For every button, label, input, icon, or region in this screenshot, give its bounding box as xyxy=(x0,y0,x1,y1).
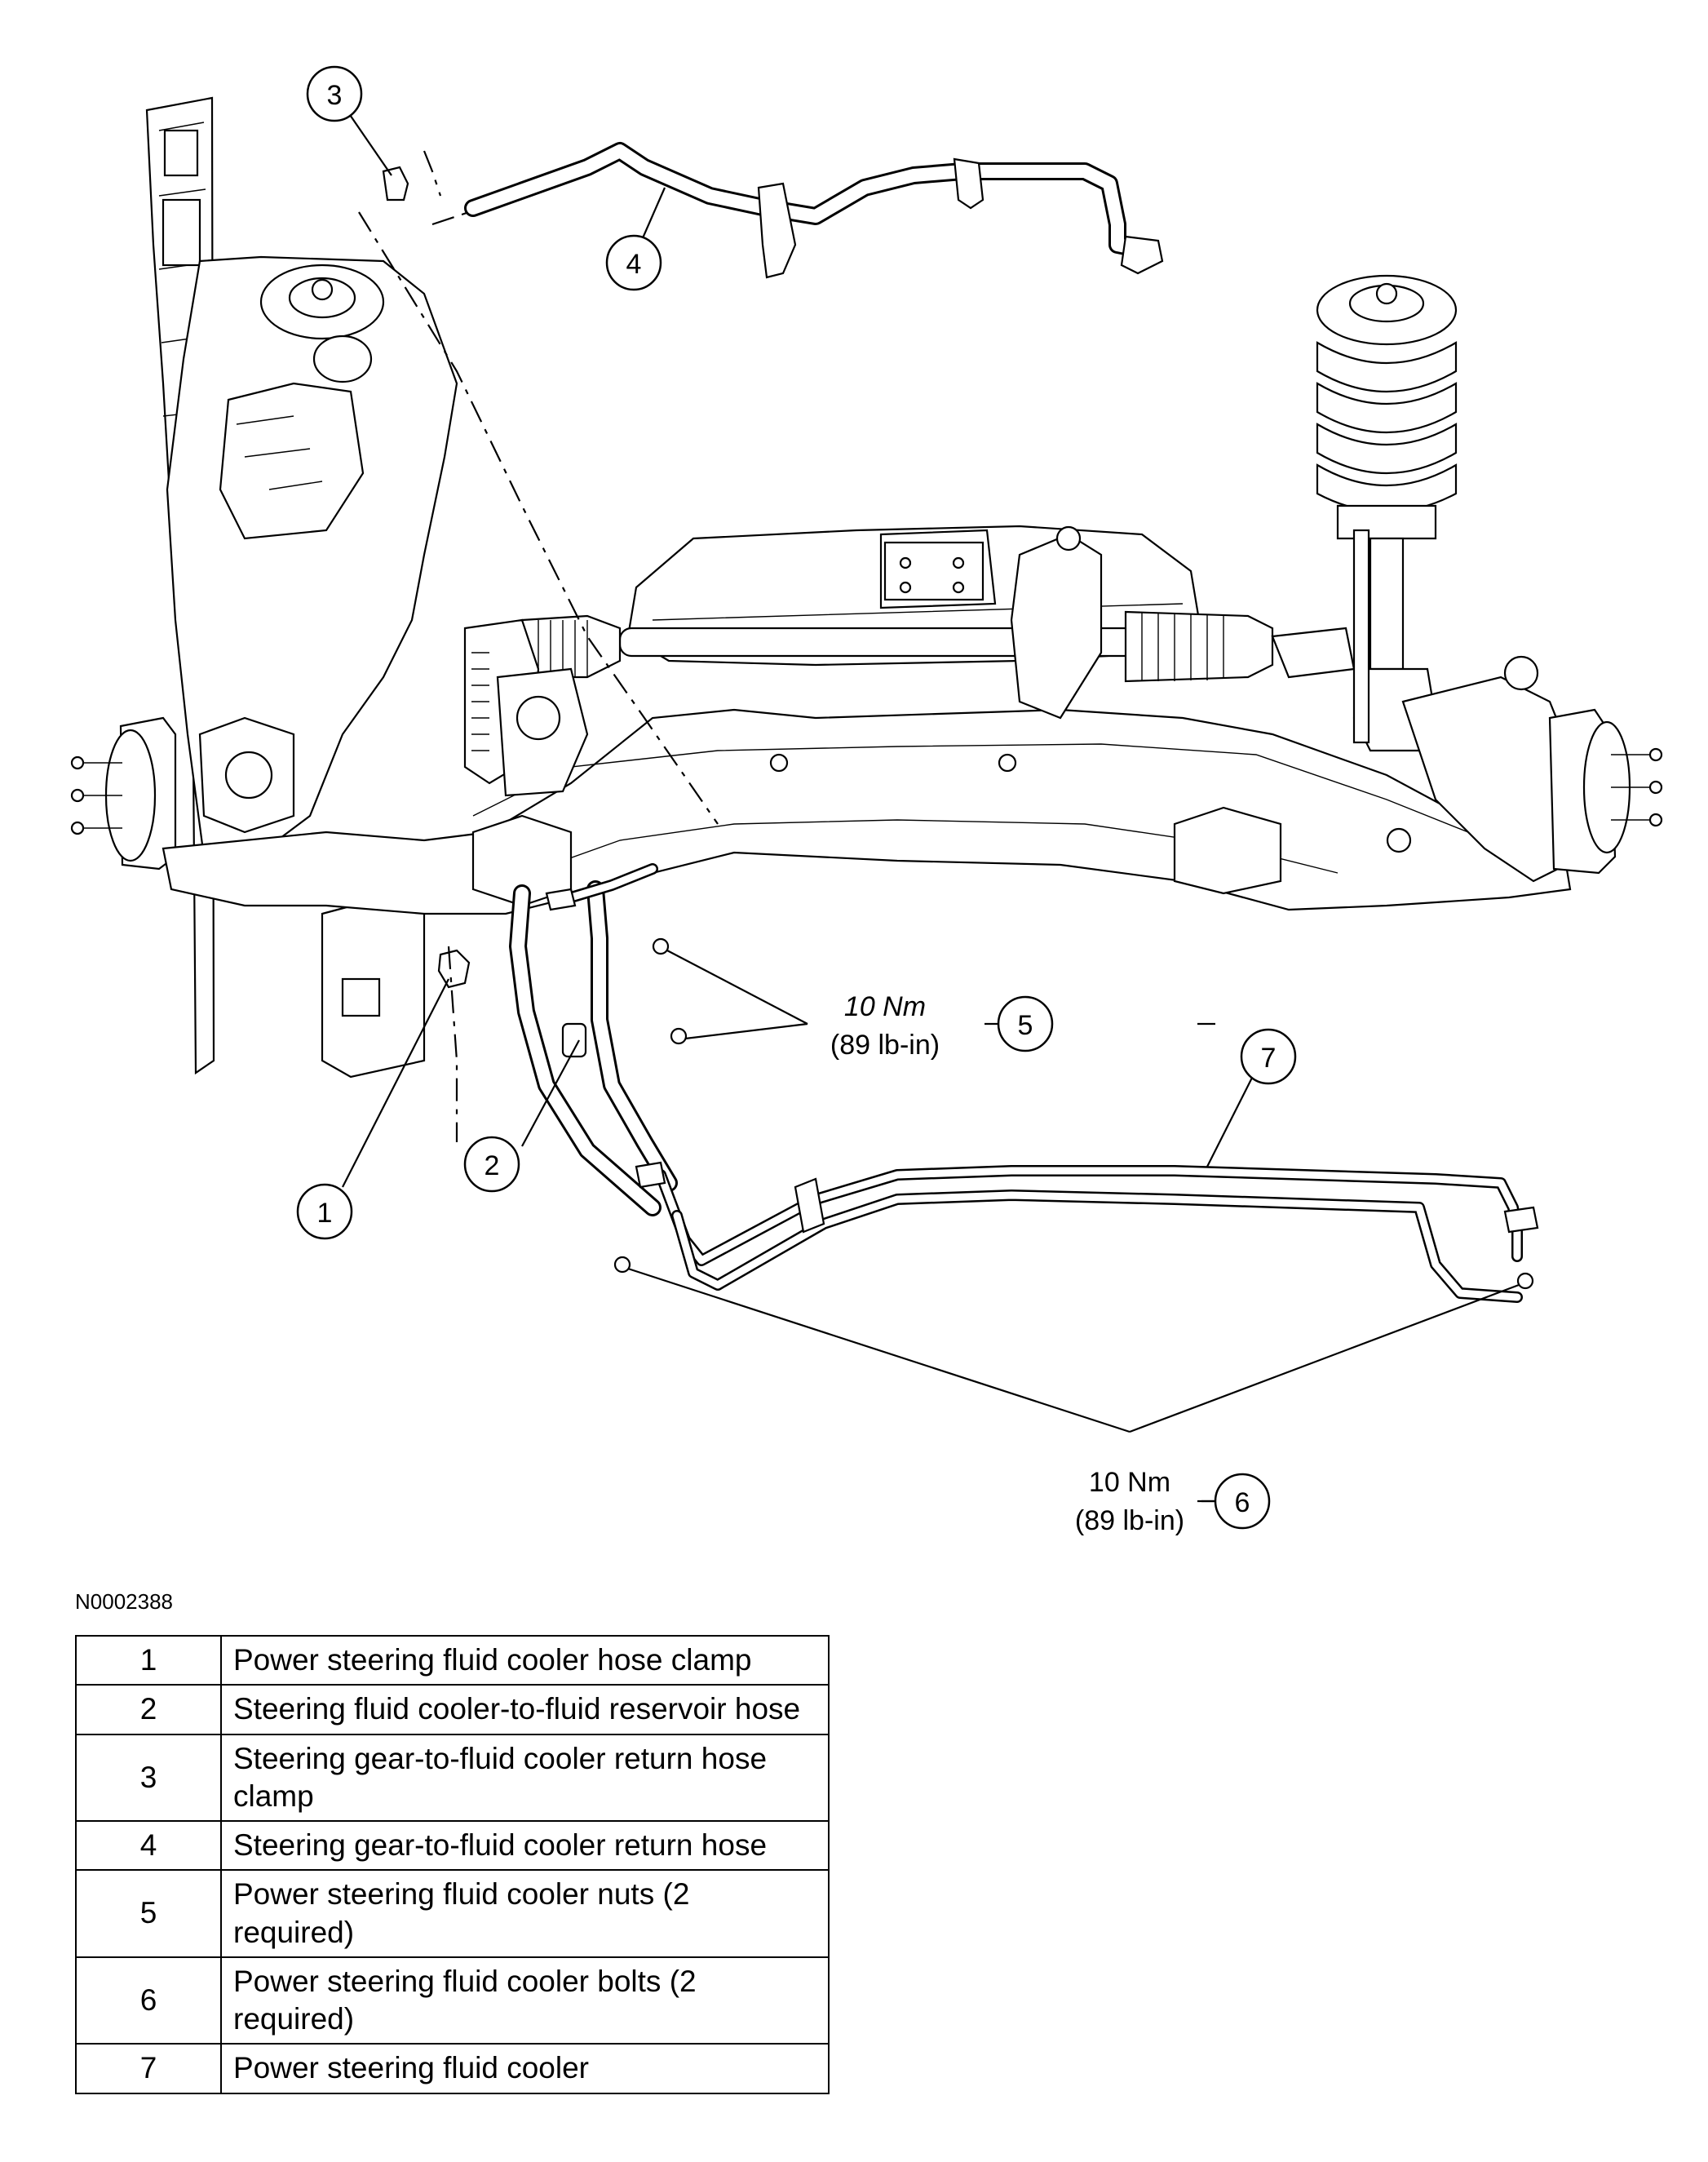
svg-text:7: 7 xyxy=(1261,1043,1277,1074)
hose-clamp-1 xyxy=(437,949,471,989)
hose-clamp-3 xyxy=(382,166,409,202)
svg-text:6: 6 xyxy=(1235,1487,1250,1518)
legend-row: 2 Steering fluid cooler-to-fluid reservo… xyxy=(75,1684,830,1735)
svg-text:10 Nm: 10 Nm xyxy=(1089,1467,1170,1498)
torque-spec-nuts: 10 Nm (89 lb-in) xyxy=(830,991,940,1061)
callout-1: 1 xyxy=(296,1183,353,1240)
legend-row: 5 Power steering fluid cooler nuts (2 re… xyxy=(75,1869,830,1958)
legend-description: Steering fluid cooler-to-fluid reservoir… xyxy=(220,1684,830,1735)
legend-num: 1 xyxy=(75,1634,222,1686)
assembly-dash-lines xyxy=(358,150,719,1142)
return-hose-4 xyxy=(464,142,1164,279)
steering-gear xyxy=(520,525,1356,720)
legend-description: Power steering fluid cooler hose clamp xyxy=(220,1634,830,1686)
front-subframe xyxy=(162,708,1572,915)
cooler-bolts-6 xyxy=(613,1256,1534,1290)
legend-num: 2 xyxy=(75,1684,222,1735)
svg-text:2: 2 xyxy=(485,1150,500,1181)
legend-row: 1 Power steering fluid cooler hose clamp xyxy=(75,1634,830,1686)
legend-description: Steering gear-to-fluid cooler return hos… xyxy=(220,1733,830,1822)
leader-lines xyxy=(342,109,1520,1503)
legend-row: 6 Power steering fluid cooler bolts (2 r… xyxy=(75,1956,830,2045)
legend-num: 6 xyxy=(75,1956,222,2045)
svg-text:10 Nm: 10 Nm xyxy=(844,991,926,1022)
reservoir-hose-2 xyxy=(509,863,678,1216)
legend-num: 3 xyxy=(75,1733,222,1822)
legend-body: 1 Power steering fluid cooler hose clamp… xyxy=(75,1634,830,2094)
legend-description: Power steering fluid cooler bolts (2 req… xyxy=(220,1956,830,2045)
left-wheel-hub xyxy=(70,716,177,871)
fluid-cooler-7 xyxy=(635,1161,1539,1303)
legend-description: Steering gear-to-fluid cooler return hos… xyxy=(220,1819,830,1872)
right-strut-assembly xyxy=(1316,274,1458,752)
legend-description: Power steering fluid cooler nuts (2 requ… xyxy=(220,1869,830,1958)
callout-6: 6 xyxy=(1214,1473,1271,1530)
legend-num: 5 xyxy=(75,1869,222,1958)
svg-text:3: 3 xyxy=(327,80,343,111)
torque-spec-bolts: 10 Nm (89 lb-in) xyxy=(1075,1467,1184,1536)
callout-7: 7 xyxy=(1240,1028,1297,1085)
callout-2: 2 xyxy=(463,1136,520,1193)
legend-row: 4 Steering gear-to-fluid cooler return h… xyxy=(75,1819,830,1872)
svg-text:(89 lb-in): (89 lb-in) xyxy=(1075,1505,1184,1536)
power-steering-pump xyxy=(463,618,589,797)
callout-4: 4 xyxy=(605,234,662,291)
right-knuckle-hub xyxy=(1401,655,1663,883)
figure-id: N0002388 xyxy=(75,1589,173,1614)
svg-text:1: 1 xyxy=(317,1198,333,1229)
cooler-nuts-5 xyxy=(652,937,688,1045)
callout-5: 5 xyxy=(997,995,1054,1052)
legend-table: 1 Power steering fluid cooler hose clamp… xyxy=(75,1634,830,2094)
svg-text:5: 5 xyxy=(1018,1010,1033,1041)
legend-description: Power steering fluid cooler xyxy=(220,2043,830,2094)
svg-text:4: 4 xyxy=(626,249,642,280)
legend-num: 4 xyxy=(75,1819,222,1872)
left-strut-tower xyxy=(166,255,458,866)
legend-row: 7 Power steering fluid cooler xyxy=(75,2043,830,2094)
callout-3: 3 xyxy=(306,65,363,122)
legend-num: 7 xyxy=(75,2043,222,2094)
legend-row: 3 Steering gear-to-fluid cooler return h… xyxy=(75,1733,830,1822)
svg-text:(89 lb-in): (89 lb-in) xyxy=(830,1030,940,1061)
